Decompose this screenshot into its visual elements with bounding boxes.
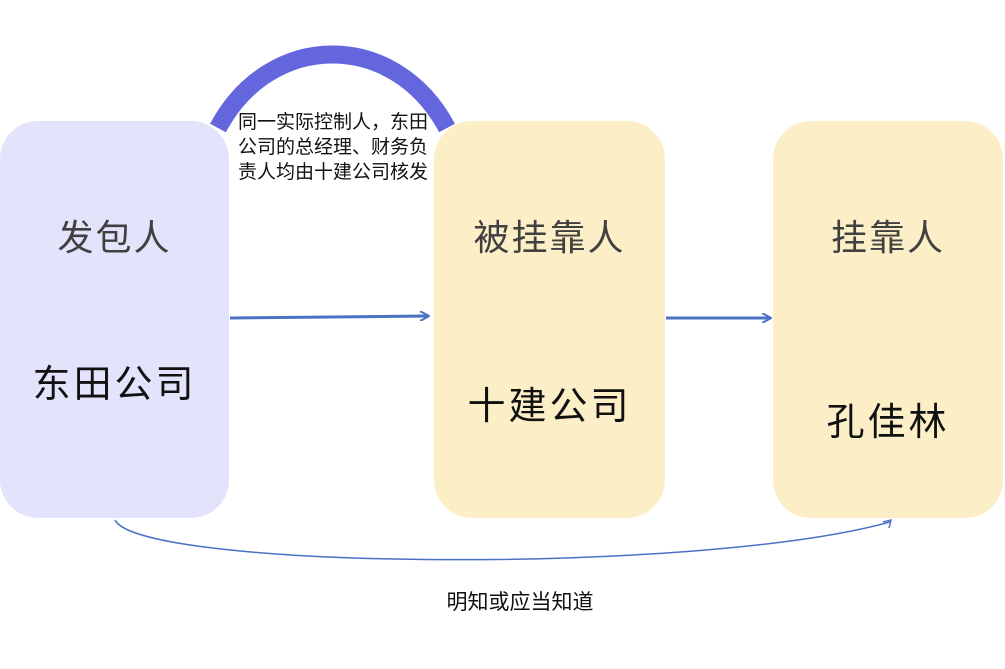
awareness-label: 明知或应当知道 [446, 590, 594, 614]
node-host: 被挂靠人 十建公司 [434, 121, 665, 518]
awareness-curve [114, 519, 891, 561]
node-host-role: 被挂靠人 [473, 218, 626, 259]
node-employer: 发包人 东田公司 [0, 121, 229, 518]
awareness-curve-arrowhead [882, 518, 893, 529]
control-arc [210, 45, 455, 133]
node-employer-party: 东田公司 [32, 362, 197, 406]
arc-note: 同一实际控制人，东田公司的总经理、财务负责人均由十建公司核发 [238, 111, 429, 183]
node-host-party: 十建公司 [467, 384, 632, 428]
node-affiliate-party: 孔佳林 [826, 400, 950, 444]
arrow-employer-to-host [229, 316, 428, 318]
node-employer-role: 发包人 [57, 218, 172, 259]
node-affiliate: 挂靠人 孔佳林 [773, 121, 1003, 518]
node-affiliate-role: 挂靠人 [830, 218, 945, 259]
